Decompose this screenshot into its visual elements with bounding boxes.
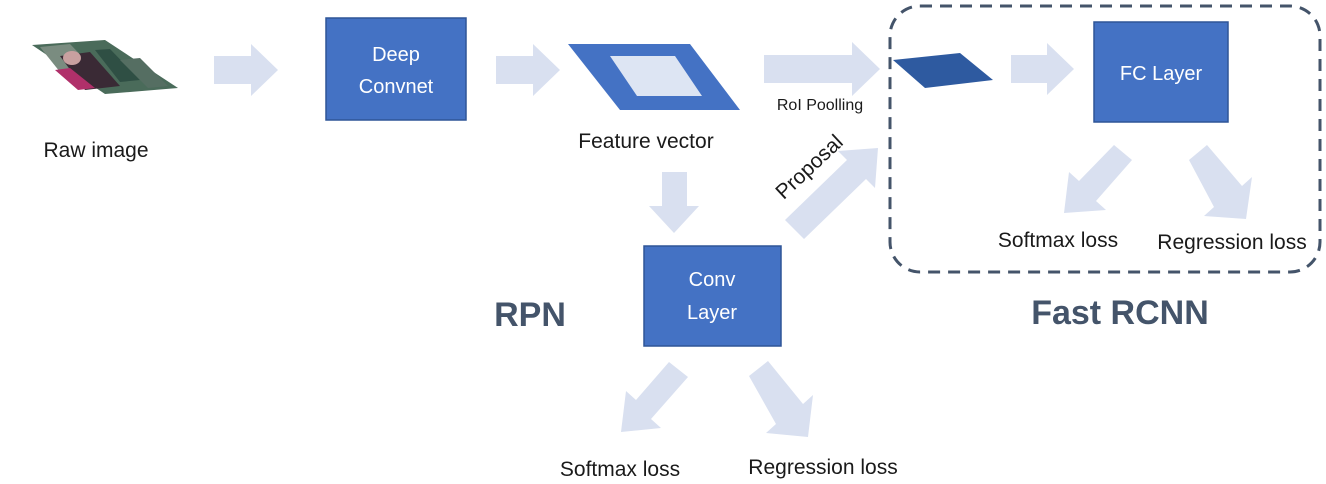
arrow-raw-to-convnet	[214, 44, 278, 96]
arrow-conv-to-softmax	[621, 362, 688, 432]
feature-vector-shape	[568, 44, 740, 110]
fast-rcnn-softmax-loss: Softmax loss	[998, 229, 1118, 252]
arrow-fc-to-softmax	[1064, 145, 1132, 213]
conv-layer-box	[643, 245, 782, 347]
arrow-conv-to-regression	[749, 361, 813, 437]
fc-layer-box	[1093, 21, 1229, 123]
raw-image-caption: Raw image	[43, 139, 148, 162]
feature-vector-caption: Feature vector	[578, 130, 713, 153]
arrow-feature-to-conv	[649, 172, 699, 233]
arrow-roi-to-fc	[1011, 43, 1074, 95]
conv-layer-label-line2: Layer	[687, 302, 737, 324]
roi-pooling-caption: RoI Poolling	[777, 97, 863, 114]
deep-convnet-label-line2: Convnet	[359, 76, 434, 98]
rpn-regression-loss: Regression loss	[748, 456, 897, 479]
raw-image-thumbnail	[32, 40, 178, 94]
fast-rcnn-title: Fast RCNN	[1031, 294, 1209, 332]
fc-layer-label: FC Layer	[1120, 63, 1203, 85]
arrow-convnet-to-feature	[496, 44, 560, 96]
roi-shape	[893, 53, 993, 88]
deep-convnet-box	[325, 17, 467, 121]
rpn-title: RPN	[494, 296, 566, 334]
fast-rcnn-region	[888, 4, 1322, 274]
arrow-fc-to-regression	[1189, 145, 1252, 219]
arrow-proposal	[785, 148, 878, 239]
conv-layer-label-line1: Conv	[689, 269, 736, 291]
arrow-feature-to-roi	[764, 42, 880, 96]
fast-rcnn-regression-loss: Regression loss	[1157, 231, 1306, 254]
deep-convnet-label-line1: Deep	[372, 44, 420, 66]
rpn-softmax-loss: Softmax loss	[560, 458, 680, 481]
